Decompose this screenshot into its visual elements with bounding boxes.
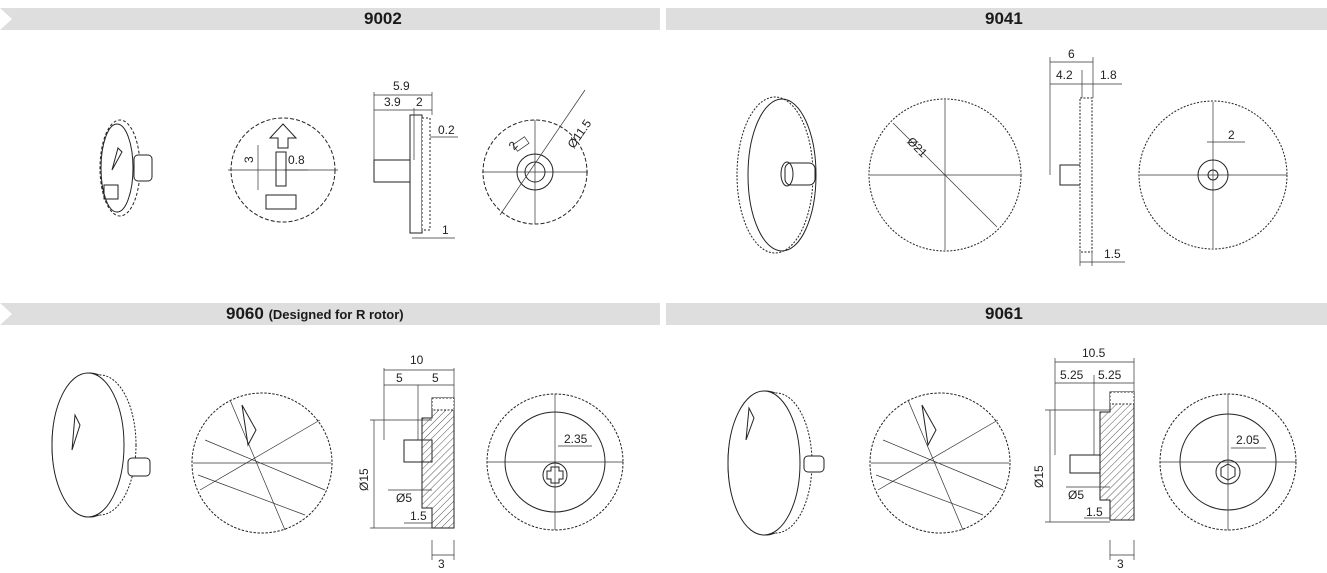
section-title-9041: 9041 bbox=[985, 9, 1023, 28]
dim-9041-a: 4.2 bbox=[1056, 68, 1073, 82]
dim-9060-e: 2.35 bbox=[564, 432, 588, 446]
dim-9061-e: 2.05 bbox=[1236, 433, 1260, 447]
dim-9002-overall: 5.9 bbox=[393, 79, 410, 93]
dim-9002-c: 0.2 bbox=[438, 123, 455, 137]
section-title-9061: 9061 bbox=[985, 304, 1023, 323]
dim-9002-b: 2 bbox=[416, 95, 423, 109]
knob-9060-back-view bbox=[486, 393, 624, 531]
dim-9041-b: 1.8 bbox=[1100, 68, 1117, 82]
knob-9002-side-view bbox=[373, 92, 458, 239]
knob-9002-iso-view bbox=[99, 119, 153, 217]
dim-9041-overall: 6 bbox=[1068, 47, 1075, 61]
knob-9041-side-view bbox=[1049, 57, 1125, 266]
dim-9061-b: 5.25 bbox=[1098, 368, 1122, 382]
knob-9061-side-view bbox=[1045, 358, 1135, 560]
dim-9061-a: 5.25 bbox=[1060, 368, 1084, 382]
dim-9060-overall: 10 bbox=[410, 353, 424, 367]
dim-9060-dia-shaft: Ø5 bbox=[396, 491, 412, 505]
knob-9041-back-view bbox=[1138, 100, 1288, 250]
dim-9061-overall: 10.5 bbox=[1082, 346, 1106, 360]
section-band-9060 bbox=[0, 303, 660, 325]
dim-9061-d: 3 bbox=[1117, 557, 1124, 571]
knob-9060-iso-view bbox=[51, 372, 151, 518]
dim-9041-c: 1.5 bbox=[1104, 247, 1121, 261]
dim-9060-b: 5 bbox=[432, 371, 439, 385]
knob-9060-side-view bbox=[370, 368, 455, 560]
dim-9060-d: 3 bbox=[438, 557, 445, 571]
dim-9061-c: 1.5 bbox=[1086, 505, 1103, 519]
knob-9002-front-view bbox=[228, 117, 338, 223]
dim-9061-dia-shaft: Ø5 bbox=[1068, 488, 1084, 502]
knob-9060-front-view bbox=[191, 392, 333, 534]
dim-9060-dia-outer: Ø15 bbox=[357, 468, 371, 491]
dim-9060-c: 1.5 bbox=[410, 509, 427, 523]
section-band-9041 bbox=[666, 8, 1327, 30]
dim-9060-a: 5 bbox=[396, 371, 403, 385]
section-band-9061 bbox=[666, 303, 1327, 325]
section-title-9060: 9060 (Designed for R rotor) bbox=[226, 304, 404, 323]
section-band-9002 bbox=[0, 8, 660, 30]
knob-9061-front-view bbox=[869, 392, 1011, 534]
dim-9061-dia-outer: Ø15 bbox=[1032, 465, 1046, 488]
knob-9061-back-view bbox=[1159, 393, 1297, 531]
dim-9002-f: 0.8 bbox=[288, 153, 305, 167]
section-subtitle-9060: (Designed for R rotor) bbox=[268, 307, 404, 322]
dim-9002-d: 1 bbox=[442, 223, 449, 237]
knob-9002-back-view bbox=[482, 89, 588, 225]
dim-9002-a: 3.9 bbox=[384, 95, 401, 109]
section-title-9002: 9002 bbox=[364, 9, 402, 28]
knob-9061-iso-view bbox=[727, 390, 825, 536]
knob-9041-front-view bbox=[868, 98, 1022, 252]
dim-9002-e: 3 bbox=[242, 156, 256, 163]
knob-9041-iso-view bbox=[736, 96, 817, 254]
dim-9041-d: 2 bbox=[1228, 128, 1235, 142]
